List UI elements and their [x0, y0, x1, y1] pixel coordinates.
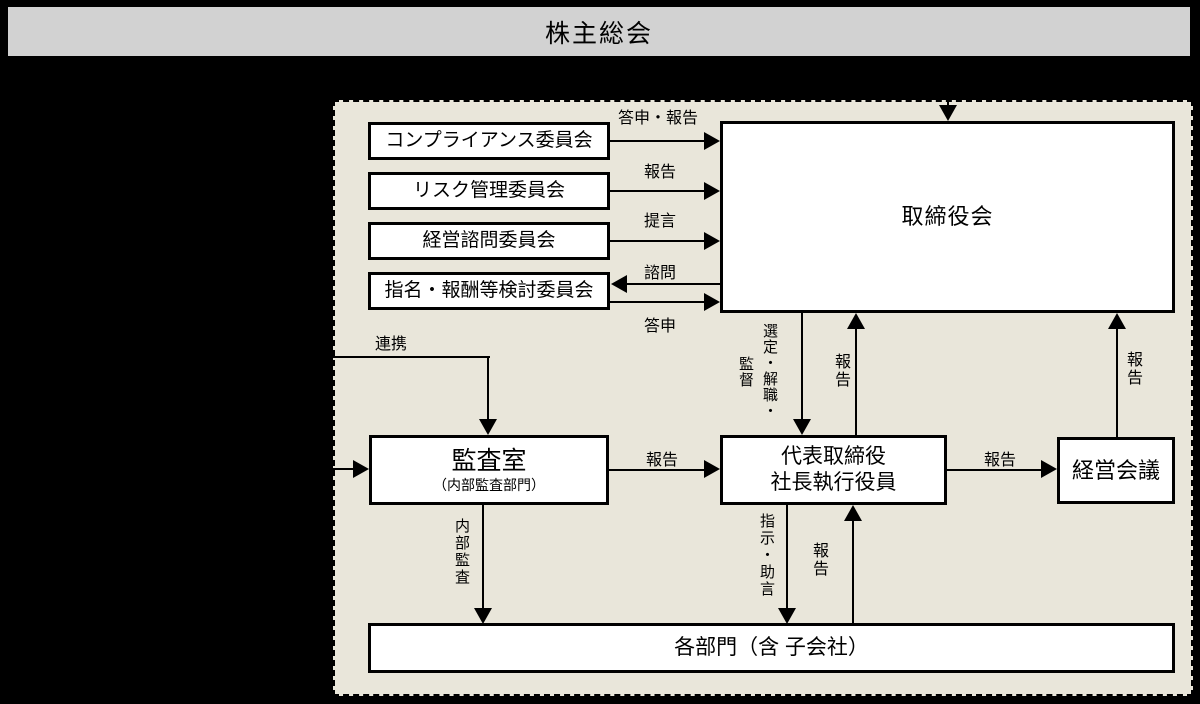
arrow-houkoku-up-depts-line: [852, 519, 854, 625]
label-sentei-kaishoku: 選定・解職・: [761, 323, 778, 419]
arrow-shiji-jogen-line: [786, 503, 788, 609]
arrow-houkoku-risk-line: [610, 190, 706, 192]
management-meeting-box: 経営会議: [1057, 437, 1175, 504]
departments-label: 各部門（含 子会社）: [674, 635, 869, 659]
arrowhead-right-icon: [704, 132, 720, 150]
arrowhead-down-icon: [479, 419, 497, 435]
arrowhead-down-icon: [474, 608, 492, 624]
label-houkoku-up-depts: 報告: [810, 542, 827, 578]
risk-management-committee-box: リスク管理委員会: [368, 172, 610, 210]
arrow-sentei-line: [801, 313, 803, 421]
arrow-houkoku-audit-line: [609, 469, 706, 471]
arrow-renkei-hline: [300, 356, 490, 358]
compliance-committee-label: コンプライアンス委員会: [385, 130, 593, 152]
label-renkei: 連携: [375, 336, 408, 353]
audit-office-title: 監査室: [451, 446, 527, 475]
label-houkoku-risk: 報告: [644, 164, 677, 181]
arrowhead-down-icon: [793, 419, 811, 435]
risk-management-committee-label: リスク管理委員会: [412, 180, 565, 202]
arrowhead-up-icon: [1108, 313, 1126, 329]
label-houkoku-mgmt: 報告: [984, 452, 1017, 469]
label-naibu-kansa: 内部監査: [453, 518, 470, 586]
arrow-houkoku-up-mgmt-line: [1116, 327, 1118, 437]
arrow-audit-entry-line: [300, 468, 356, 470]
arrowhead-down-icon: [939, 105, 957, 121]
arrow-shimon-line: [625, 283, 720, 285]
management-advisory-committee-box: 経営諮問委員会: [368, 222, 610, 260]
arrow-teigen-line: [610, 240, 706, 242]
label-houkoku-up-ceo: 報告: [832, 353, 849, 389]
arrow-naibu-kansa-line: [482, 503, 484, 609]
management-advisory-committee-label: 経営諮問委員会: [422, 230, 556, 252]
audit-office-subtitle: （内部監査部門）: [433, 476, 545, 493]
board-of-directors-box: 取締役会: [720, 121, 1175, 313]
arrowhead-right-icon: [704, 182, 720, 200]
nomination-compensation-committee-box: 指名・報酬等検討委員会: [368, 272, 610, 310]
arrowhead-down-icon: [778, 608, 796, 624]
arrowhead-right-icon: [704, 232, 720, 250]
arrowhead-up-icon: [847, 313, 865, 329]
label-toushin-houkoku: 答申・報告: [618, 110, 699, 127]
arrow-toushin-line: [610, 301, 706, 303]
label-teigen: 提言: [644, 213, 677, 230]
ceo-label-line2: 社長執行役員: [770, 471, 897, 494]
arrowhead-right-icon: [704, 460, 720, 478]
arrowhead-left-icon: [611, 275, 627, 293]
board-of-directors-label: 取締役会: [901, 204, 994, 230]
label-toushin: 答申: [644, 318, 677, 335]
label-shimon: 諮問: [644, 265, 677, 282]
label-shiji-jogen: 指示・助言: [758, 513, 775, 598]
arrow-houkoku-mgmt-line: [947, 469, 1043, 471]
arrow-toushin-houkoku-line: [610, 140, 706, 142]
nomination-compensation-committee-label: 指名・報酬等検討委員会: [384, 280, 594, 302]
label-houkoku-up-mgmt: 報告: [1124, 351, 1141, 387]
audit-office-box: 監査室 （内部監査部門）: [369, 435, 609, 505]
arrowhead-up-icon: [844, 505, 862, 521]
departments-box: 各部門（含 子会社）: [368, 623, 1175, 673]
shareholders-meeting-bar: 株主総会: [6, 5, 1192, 58]
arrowhead-right-icon: [1041, 460, 1057, 478]
arrow-houkoku-up-ceo-line: [855, 327, 857, 435]
label-houkoku-audit: 報告: [646, 452, 679, 469]
compliance-committee-box: コンプライアンス委員会: [368, 122, 610, 160]
label-kantoku: 監督: [737, 356, 754, 388]
arrow-shareholders-board-line: [947, 59, 949, 107]
arrow-renkei-vline: [487, 356, 489, 421]
ceo-label-line1: 代表取締役: [781, 444, 886, 468]
ceo-box: 代表取締役 社長執行役員: [720, 435, 947, 505]
arrowhead-right-icon: [704, 293, 720, 311]
arrowhead-right-icon: [353, 460, 369, 478]
shareholders-meeting-label: 株主総会: [544, 19, 653, 48]
management-meeting-label: 経営会議: [1071, 457, 1160, 483]
